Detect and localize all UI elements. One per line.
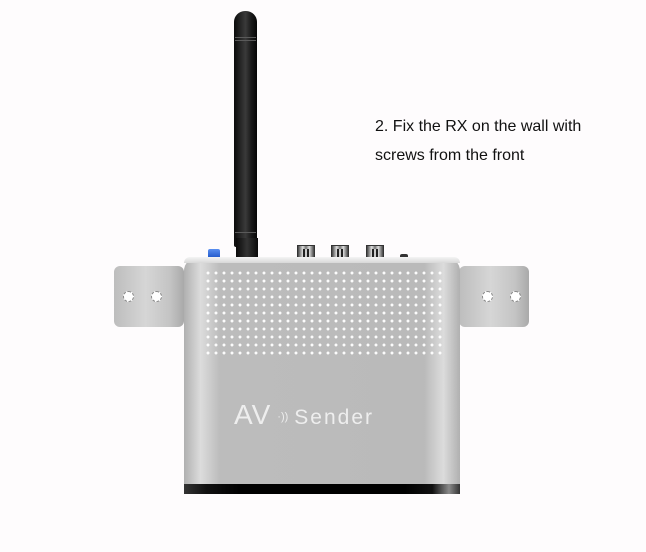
- antenna-ring: [235, 232, 256, 233]
- screw-hole: [123, 291, 134, 302]
- mounting-bracket-left: [114, 266, 184, 327]
- antenna-base: [236, 238, 258, 258]
- power-jack: [400, 254, 408, 258]
- rca-connector: [366, 245, 384, 260]
- antenna-ring: [235, 37, 256, 38]
- caption-line-2: screws from the front: [375, 147, 525, 164]
- screw-hole: [510, 291, 521, 302]
- screw-hole: [482, 291, 493, 302]
- mounting-bracket-right: [459, 266, 529, 327]
- antenna-ring: [235, 40, 256, 41]
- rca-connector: [331, 245, 349, 260]
- device-top-edge: [184, 257, 460, 263]
- channel-button: [208, 249, 220, 258]
- caption-line-1: 2. Fix the RX on the wall with: [375, 118, 582, 135]
- wireless-icon: ·)): [277, 411, 289, 423]
- device-base: [184, 484, 460, 494]
- logo-sender: Sender: [294, 406, 374, 429]
- speaker-grille: [204, 269, 442, 355]
- logo-av: AV: [234, 399, 272, 430]
- screw-hole: [151, 291, 162, 302]
- receiver-device: AV ·)) Sender: [184, 257, 460, 484]
- device-logo: AV ·)) Sender: [234, 399, 374, 431]
- instruction-caption: 2. Fix the RX on the wall with screws fr…: [375, 112, 581, 170]
- rca-connector: [297, 245, 315, 260]
- antenna: [234, 11, 257, 247]
